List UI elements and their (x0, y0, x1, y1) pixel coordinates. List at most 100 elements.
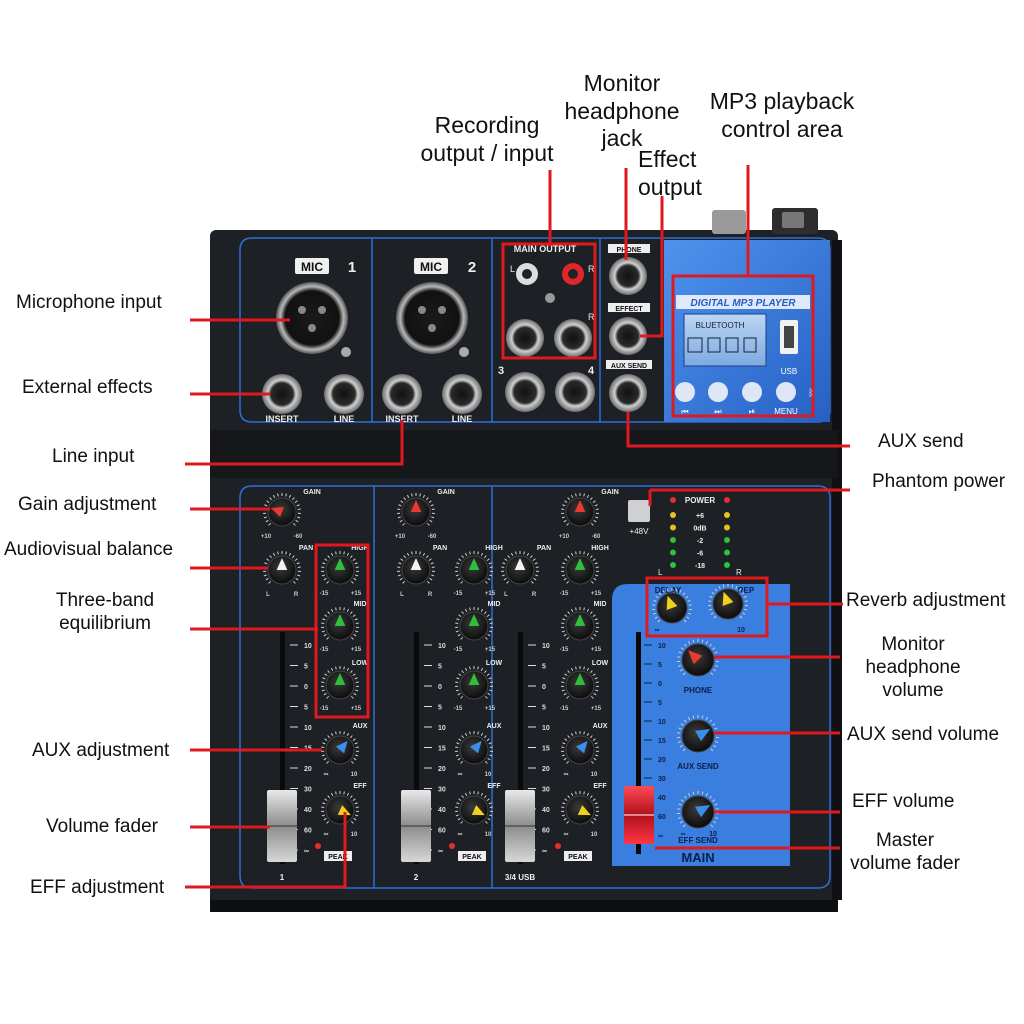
pan-knob-2-pointer (410, 558, 422, 570)
gain-knob-1[interactable] (263, 493, 301, 527)
line-jack-1[interactable] (324, 374, 364, 414)
eff-knob-3-pointer (577, 805, 591, 816)
aux-send-jack[interactable] (609, 374, 647, 412)
callout-monitor-jack-line1: Monitor (583, 70, 661, 96)
lcd-bluetooth-text: BLUETOOTH (696, 321, 745, 330)
eff-knob-3[interactable] (561, 791, 599, 825)
aux-send-master-knob[interactable] (677, 715, 719, 753)
aux-knob-2[interactable] (455, 731, 493, 765)
eq-low-knob-3[interactable] (561, 666, 599, 700)
callout-monitor-jack-line2: headphone (564, 97, 680, 124)
phone-jack[interactable] (609, 257, 647, 295)
gain-min-2: +10 (395, 534, 406, 540)
eq-min-1-2: -15 (454, 647, 463, 653)
main-out-left-jack[interactable] (506, 319, 544, 357)
meter-level-3: -6 (697, 551, 703, 558)
callout-lines (185, 165, 850, 889)
callout-recording-line1: Recording (434, 112, 540, 138)
eq-low-knob-2[interactable] (455, 666, 493, 700)
fader-3-tick-7: 30 (542, 787, 550, 794)
pan-knob-2[interactable] (397, 551, 435, 585)
eq-low-knob-2-pointer (468, 673, 480, 685)
main-out-right-jack[interactable] (554, 319, 592, 357)
gain-knob-2[interactable] (397, 493, 435, 527)
eff-min-1: ∞ (324, 831, 329, 838)
phantom-power-button[interactable] (628, 500, 650, 522)
insert-jack-1[interactable] (262, 374, 302, 414)
prev-icon: ⏮ (681, 407, 688, 416)
line-jack-4[interactable] (555, 372, 595, 412)
gain-label-3: GAIN (601, 489, 619, 496)
delay-knob[interactable] (652, 588, 692, 624)
eq-mid-knob-1[interactable] (321, 607, 359, 641)
fader-1-tick-4: 10 (304, 725, 312, 732)
aux-knob-3[interactable] (561, 731, 599, 765)
eq-high-knob-3[interactable] (561, 551, 599, 585)
pan-l-2: L (400, 592, 404, 598)
aux-min-3: ∞ (564, 771, 569, 778)
eff-min-3: ∞ (564, 831, 569, 838)
eff-label-3: EFF (593, 783, 607, 790)
eq-mid-knob-3[interactable] (561, 607, 599, 641)
play-pause-button[interactable] (742, 382, 762, 402)
effect-jack[interactable] (609, 317, 647, 355)
usb-label: USB (781, 367, 797, 376)
channel-bottom-label-3: 3/4 USB (505, 873, 535, 882)
eq-low-knob-1[interactable] (321, 666, 359, 700)
eq-high-label-1: HIGH (351, 545, 369, 552)
insert-jack-2[interactable] (382, 374, 422, 414)
eff-knob-2[interactable] (455, 791, 493, 825)
pan-knob-1[interactable] (263, 551, 301, 585)
fader-3-tick-1: 5 (542, 664, 546, 671)
aux-knob-1[interactable] (321, 731, 359, 765)
eq-max-0-3: +15 (591, 591, 602, 597)
eq-mid-knob-2[interactable] (455, 607, 493, 641)
pan-knob-3[interactable] (501, 551, 539, 585)
eq-mid-knob-3-pointer (574, 614, 586, 626)
xlr-jack-2[interactable] (396, 282, 468, 354)
pan-knob-3-pointer (514, 558, 526, 570)
fader-3-tick-0: 10 (542, 643, 550, 650)
line-jack-2[interactable] (442, 374, 482, 414)
master-fader-tick-7: 30 (658, 776, 666, 783)
xlr-jack-1[interactable] (276, 282, 348, 354)
aux-knob-1-pointer (335, 740, 348, 754)
eq-max-1-2: +15 (485, 647, 496, 653)
menu-label: MENU (774, 407, 798, 416)
master-fader-tick-9: 60 (658, 814, 666, 821)
meter-l-label: L (658, 568, 663, 577)
phone-knob[interactable] (677, 639, 719, 677)
peak-label-3: PEAK (568, 854, 587, 861)
peak-label-1: PEAK (328, 854, 347, 861)
line-label-2: LINE (452, 414, 473, 424)
callout-audiovisual-balance: Audiovisual balance (4, 539, 174, 560)
pan-r-3: R (532, 592, 537, 598)
callout-reverb-adjustment: Reverb adjustment (846, 590, 1006, 611)
prev-button[interactable] (675, 382, 695, 402)
rep-knob[interactable] (708, 584, 748, 620)
next-button[interactable] (708, 382, 728, 402)
eff-knob-1[interactable] (321, 791, 359, 825)
pan-r-2: R (428, 592, 433, 598)
master-fader-tick-2: 0 (658, 681, 662, 688)
eq-high-knob-2[interactable] (455, 551, 493, 585)
line-jack-3[interactable] (505, 372, 545, 412)
channel-number-2: 2 (468, 259, 476, 276)
eq-min-1-1: -15 (320, 647, 329, 653)
fader-2-tick-1: 5 (438, 664, 442, 671)
eq-mid-label-2: MID (488, 601, 501, 608)
channel-bottom-label-2: 2 (414, 873, 419, 882)
gain-knob-3[interactable] (561, 493, 599, 527)
mp3-lcd (683, 313, 767, 367)
menu-button[interactable] (776, 382, 796, 402)
fader-2-tick-7: 30 (438, 787, 446, 794)
callout-phantom-power: Phantom power (872, 471, 1006, 492)
fader-3-tick-2: 0 (542, 684, 546, 691)
fader-1-tick-8: 40 (304, 807, 312, 814)
eq-high-knob-1[interactable] (321, 551, 359, 585)
eff-send-master-knob[interactable] (677, 791, 719, 829)
eq-high-knob-3-pointer (574, 558, 586, 570)
gain-min-1: +10 (261, 534, 272, 540)
